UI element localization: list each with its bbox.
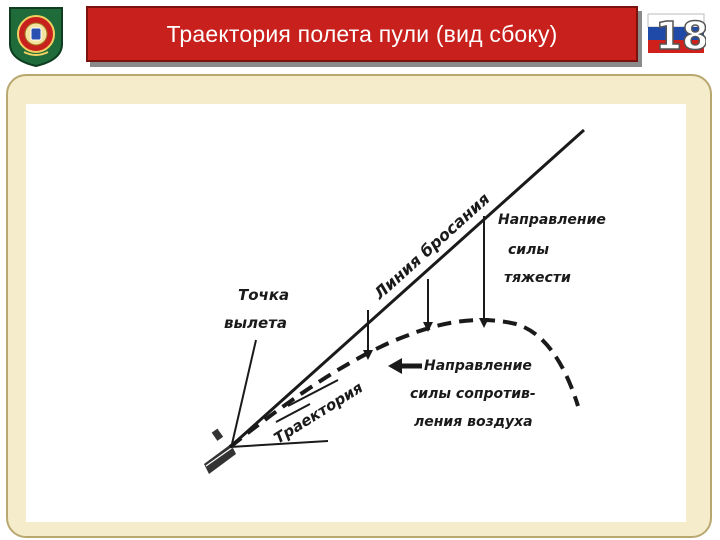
label-muzzle-2: вылета: [224, 314, 287, 332]
label-gravity-3: тяжести: [504, 270, 571, 286]
label-air-3: ления воздуха: [414, 414, 533, 430]
label-air-2: силы сопротив-: [410, 386, 536, 402]
page-title: Траектория полета пули (вид сбоку): [166, 20, 558, 47]
air-resistance-arrow: [388, 358, 422, 374]
label-trajectory: Траектория: [271, 378, 367, 447]
line-of-departure: [228, 128, 586, 449]
flag-badge-icon: 18: [646, 4, 709, 62]
trajectory-curve: [228, 318, 580, 449]
academy-emblem-icon: [4, 4, 68, 68]
label-gravity-1: Направление: [498, 212, 606, 228]
barrel-icon: [204, 428, 236, 474]
trajectory-diagram: Точка вылета Линия бросания Направление …: [26, 104, 686, 522]
label-gravity-2: силы: [508, 242, 549, 258]
horizon-line: [229, 440, 329, 448]
label-air-1: Направление: [424, 358, 532, 374]
label-muzzle-1: Точка: [238, 286, 289, 304]
badge-number: 18: [656, 14, 706, 58]
muzzle-pointer: [231, 339, 257, 445]
title-bar: Траектория полета пули (вид сбоку): [86, 6, 638, 62]
label-line-of-departure: Линия бросания: [369, 189, 493, 304]
